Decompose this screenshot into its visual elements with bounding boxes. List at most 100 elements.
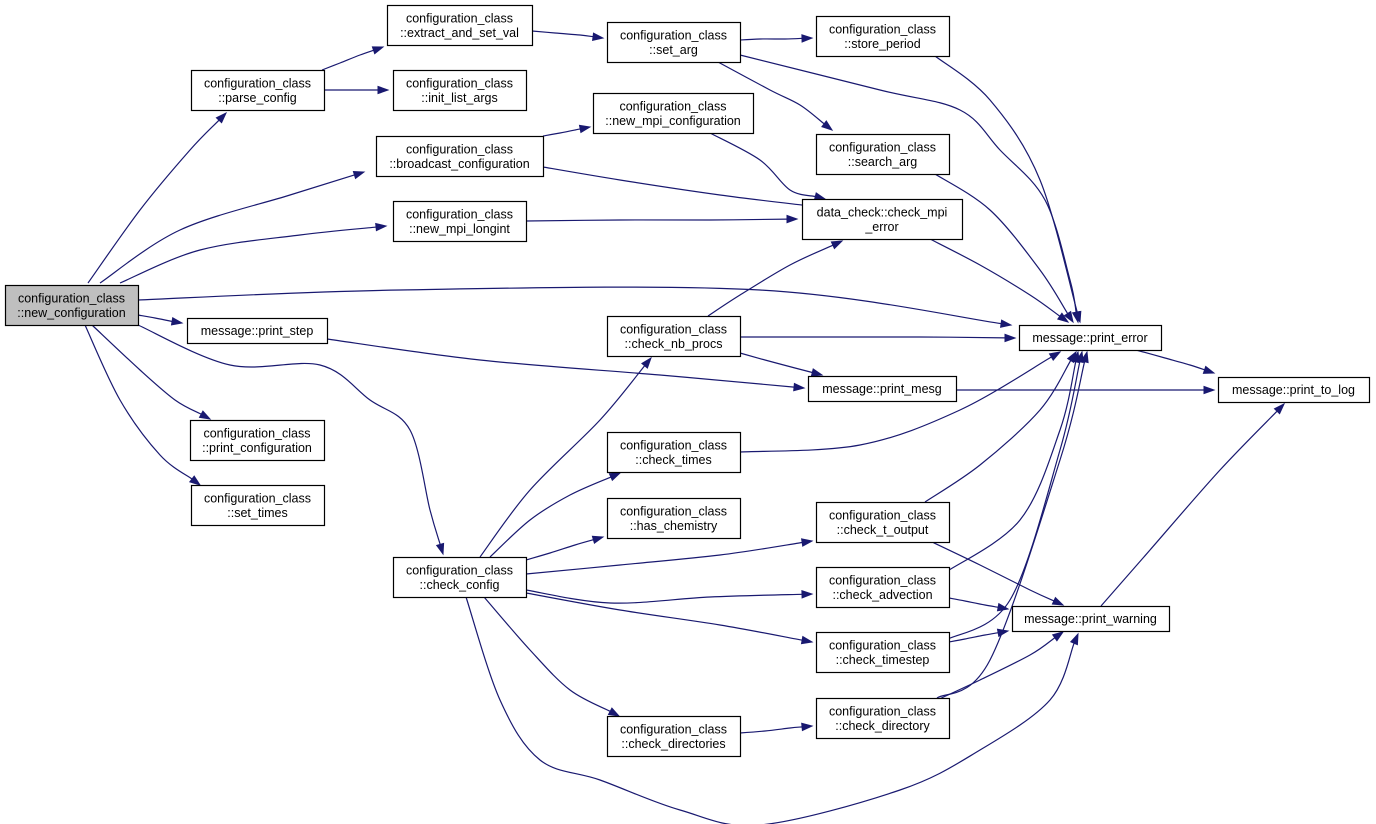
- node-box: [815, 631, 951, 674]
- node-search_arg[interactable]: configuration_class::search_arg: [815, 133, 951, 176]
- node-box: [815, 501, 951, 544]
- call-edges: [84, 30, 1286, 824]
- node-print_step[interactable]: message::print_step: [186, 317, 329, 345]
- edge-line: [84, 324, 193, 480]
- arrowhead-icon: [1072, 310, 1082, 324]
- edge-line: [934, 173, 1069, 314]
- node-label-line: ::check_advection: [832, 588, 932, 602]
- node-print_error[interactable]: message::print_error: [1018, 324, 1163, 352]
- arrowhead-icon: [1202, 365, 1216, 374]
- node-box: [815, 15, 951, 58]
- node-print_mesg[interactable]: message::print_mesg: [807, 375, 958, 403]
- node-extract_and_set_val[interactable]: configuration_class::extract_and_set_val: [386, 4, 534, 47]
- node-store_period[interactable]: configuration_class::store_period: [815, 15, 951, 58]
- node-print_configuration[interactable]: configuration_class::print_configuration: [189, 419, 326, 462]
- node-check_mpi_error[interactable]: data_check::check_mpi_error: [801, 198, 964, 241]
- edge-line: [739, 726, 803, 734]
- node-label-line: configuration_class: [829, 573, 936, 587]
- edge-check_config-to-check_timestep: [525, 592, 814, 645]
- node-check_times[interactable]: configuration_class::check_times: [606, 431, 742, 474]
- node-init_list_args[interactable]: configuration_class::init_list_args: [392, 69, 528, 112]
- node-label-line: configuration_class: [406, 76, 513, 90]
- node-print_to_log[interactable]: message::print_to_log: [1217, 376, 1371, 404]
- arrowhead-icon: [641, 356, 652, 369]
- node-box: [189, 419, 326, 462]
- node-label-line: configuration_class: [829, 704, 936, 718]
- edge-print_warning-to-print_to_log: [1100, 402, 1286, 607]
- node-label-line: ::init_list_args: [421, 91, 497, 105]
- arrowhead-icon: [188, 475, 202, 486]
- node-check_directory[interactable]: configuration_class::check_directory: [815, 697, 951, 740]
- edge-check_config-to-check_times: [489, 472, 622, 558]
- arrowhead-icon: [435, 542, 445, 556]
- edge-check_config-to-print_warning: [465, 596, 1079, 824]
- node-label-line: ::new_mpi_longint: [409, 222, 510, 236]
- node-check_timestep[interactable]: configuration_class::check_timestep: [815, 631, 951, 674]
- node-label-line: message::print_error: [1032, 331, 1147, 345]
- arrowhead-icon: [1080, 350, 1089, 364]
- arrowhead-icon: [352, 170, 366, 180]
- edge-check_config-to-check_directories: [483, 596, 621, 717]
- arrowhead-icon: [607, 707, 621, 717]
- node-box: [392, 200, 528, 243]
- node-check_config[interactable]: configuration_class::check_config: [392, 556, 528, 599]
- node-label-line: ::print_configuration: [202, 441, 312, 455]
- node-check_advection[interactable]: configuration_class::check_advection: [815, 566, 951, 609]
- arrowhead-icon: [1051, 596, 1065, 606]
- node-parse_config[interactable]: configuration_class::parse_config: [190, 69, 326, 112]
- edge-new_configuration-to-print_step: [137, 314, 184, 326]
- edge-line: [119, 226, 377, 284]
- node-label-line: configuration_class: [620, 438, 727, 452]
- arrowhead-icon: [375, 222, 388, 232]
- edge-store_period-to-print_error: [934, 55, 1082, 324]
- arrowhead-icon: [800, 635, 814, 645]
- node-new_mpi_longint[interactable]: configuration_class::new_mpi_longint: [392, 200, 528, 243]
- edge-line: [929, 238, 1061, 317]
- node-label-line: ::check_config: [420, 578, 500, 592]
- node-check_directories[interactable]: configuration_class::check_directories: [606, 715, 742, 758]
- edge-new_configuration-to-broadcast_configuration: [99, 170, 366, 284]
- node-label-line: ::parse_config: [218, 91, 297, 105]
- node-box: [4, 284, 140, 327]
- node-broadcast_configuration[interactable]: configuration_class::broadcast_configura…: [375, 135, 545, 178]
- edge-line: [707, 244, 834, 317]
- edge-line: [717, 61, 825, 125]
- node-new_configuration[interactable]: configuration_class::new_configuration: [4, 284, 140, 327]
- edge-line: [931, 541, 1055, 602]
- node-label-line: configuration_class: [829, 140, 936, 154]
- node-new_mpi_configuration[interactable]: configuration_class::new_mpi_configurati…: [592, 92, 755, 135]
- node-label-line: configuration_class: [620, 28, 727, 42]
- node-set_arg[interactable]: configuration_class::set_arg: [606, 21, 742, 64]
- node-label-line: ::new_configuration: [17, 306, 125, 320]
- node-print_warning[interactable]: message::print_warning: [1011, 605, 1171, 633]
- edge-check_times-to-print_error: [739, 351, 1062, 453]
- arrowhead-icon: [1048, 351, 1062, 361]
- arrowhead-icon: [608, 472, 622, 482]
- node-box: [606, 715, 742, 758]
- edge-line: [1135, 349, 1205, 371]
- node-check_nb_procs[interactable]: configuration_class::check_nb_procs: [606, 315, 742, 358]
- node-set_times[interactable]: configuration_class::set_times: [190, 484, 326, 527]
- edge-line: [1100, 410, 1278, 607]
- edge-extract_and_set_val-to-set_arg: [531, 30, 605, 41]
- node-box: [190, 484, 326, 527]
- node-label-line: configuration_class: [203, 426, 310, 440]
- node-label-line: configuration_class: [406, 11, 513, 25]
- edge-line: [739, 54, 1077, 313]
- call-nodes: configuration_class::new_configurationco…: [4, 4, 1371, 758]
- node-label-line: _error: [864, 220, 898, 234]
- arrowhead-icon: [1273, 402, 1286, 415]
- edge-check_timestep-to-print_error: [945, 350, 1084, 641]
- edge-line: [924, 360, 1072, 503]
- node-box: [606, 21, 742, 64]
- edge-new_configuration-to-print_configuration: [91, 324, 212, 420]
- edge-line: [739, 352, 813, 374]
- edge-check_config-to-check_advection: [525, 589, 814, 604]
- edge-check_config-to-check_nb_procs: [479, 356, 652, 558]
- node-box: [815, 133, 951, 176]
- node-label-line: ::new_mpi_configuration: [605, 114, 741, 128]
- node-label-line: ::set_arg: [649, 43, 698, 57]
- node-check_t_output[interactable]: configuration_class::check_t_output: [815, 501, 951, 544]
- node-has_chemistry[interactable]: configuration_class::has_chemistry: [606, 497, 742, 540]
- edge-broadcast_configuration-to-check_mpi_error: [542, 166, 820, 211]
